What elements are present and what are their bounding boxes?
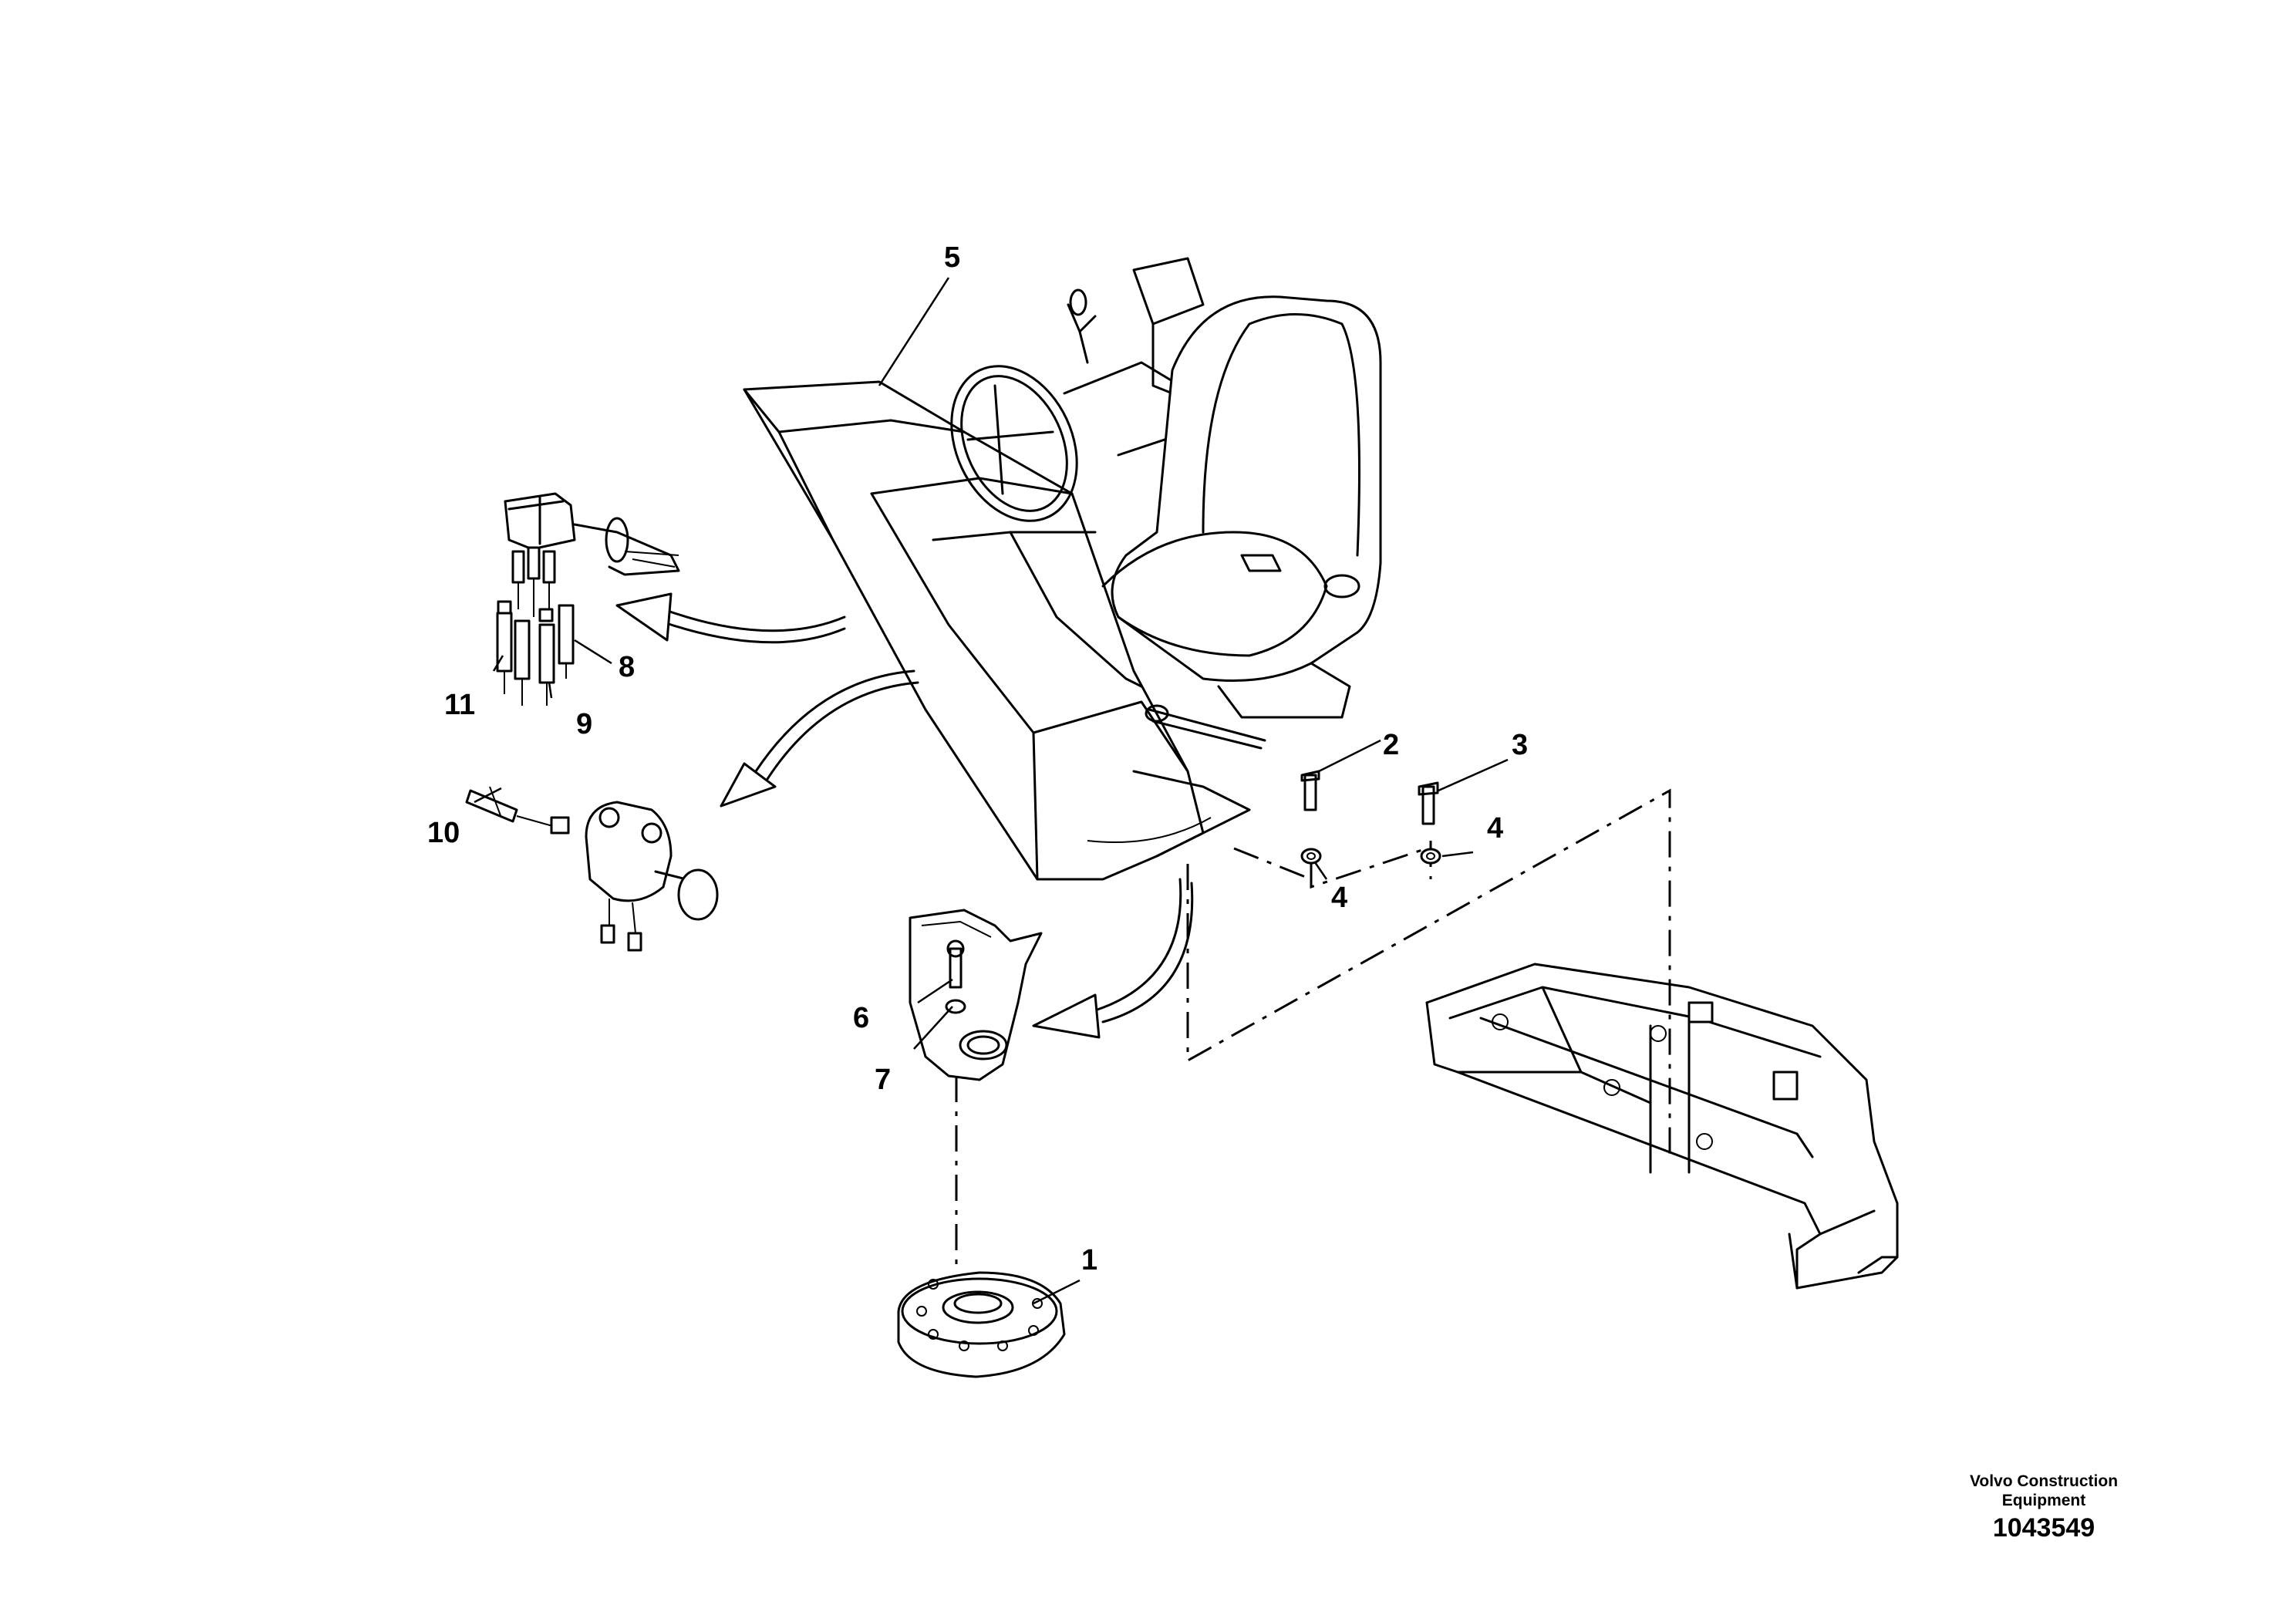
brake-valve-assembly	[465, 786, 719, 952]
label-part-1: 1	[1081, 1244, 1097, 1276]
label-part-7: 7	[875, 1064, 891, 1096]
label-part-2: 2	[1383, 729, 1399, 761]
curved-arrow-to-bracket-plate	[1032, 878, 1194, 1039]
operator-seat	[1101, 295, 1382, 719]
slewing-ring	[897, 1271, 1066, 1378]
drawing-number: 1043549	[1992, 1513, 2095, 1543]
operator-console	[743, 257, 1266, 881]
washer-4a	[1300, 848, 1322, 865]
company-name: Volvo Construction Equipment	[1936, 1472, 2152, 1510]
pedal-valve-assembly	[496, 492, 680, 706]
label-part-3: 3	[1512, 729, 1528, 761]
machine-frame	[1425, 963, 1899, 1290]
label-part-4-right: 4	[1487, 812, 1503, 845]
label-part-9: 9	[576, 708, 592, 740]
company-name-line2: Equipment	[2001, 1492, 2086, 1509]
curved-arrow-to-pedal-assembly	[615, 592, 846, 644]
company-name-line1: Volvo Construction	[1969, 1472, 2119, 1490]
bolt-3	[1418, 781, 1439, 825]
label-part-4-left: 4	[1331, 882, 1347, 914]
curved-arrow-to-valve-assembly	[720, 669, 919, 808]
leader-lines	[474, 277, 1509, 1305]
bolt-2	[1300, 770, 1320, 811]
label-part-6: 6	[853, 1002, 869, 1034]
label-part-10: 10	[427, 817, 460, 849]
label-part-11: 11	[444, 689, 475, 721]
label-part-8: 8	[619, 651, 635, 683]
washer-4b	[1420, 848, 1441, 865]
label-part-5: 5	[944, 241, 960, 274]
console-bracket-plate	[909, 909, 1043, 1081]
part-number-labels: 5 2 3 4 4 6 7 1 8 9 11 10	[427, 241, 1528, 1276]
